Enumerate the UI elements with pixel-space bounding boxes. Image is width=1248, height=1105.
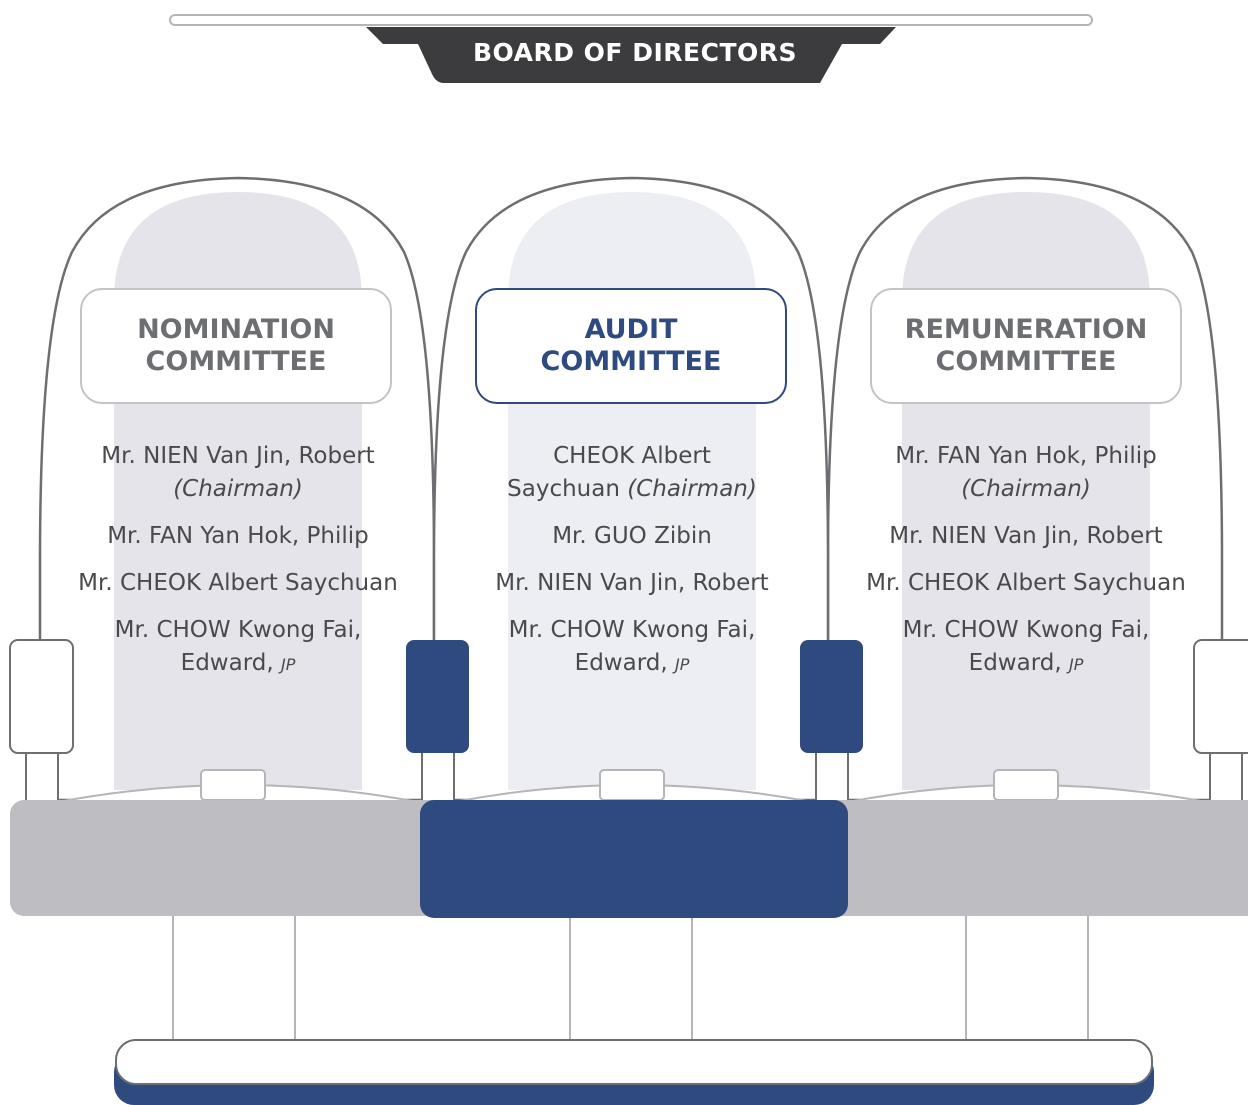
seat-cushion-right <box>820 800 1248 916</box>
member-item: Mr. CHEOK Albert Saychuan <box>78 567 398 600</box>
armrest-outer-right <box>1193 639 1248 754</box>
armrest-posts <box>25 747 1243 805</box>
member-name: Mr. FAN Yan Hok, Philip <box>895 443 1157 469</box>
remuneration-committee-box: REMUNERATION COMMITTEE <box>870 288 1182 404</box>
armrest-inner-left <box>406 640 469 753</box>
member-name: Mr. CHOW Kwong Fai, Edward, <box>902 617 1150 676</box>
seat-cushion-center <box>420 800 848 918</box>
member-name: Mr. NIEN Van Jin, Robert <box>495 570 769 596</box>
seat-clips <box>200 769 1059 801</box>
member-item: Mr. FAN Yan Hok, Philip <box>78 520 398 553</box>
committee-name-line1: NOMINATION <box>137 314 335 345</box>
member-name: Mr. CHEOK Albert Saychuan <box>78 570 398 596</box>
nomination-members: Mr. NIEN Van Jin, Robert (Chairman) Mr. … <box>78 440 398 695</box>
member-honor: JP <box>280 655 296 674</box>
member-item: Mr. NIEN Van Jin, Robert <box>472 567 792 600</box>
member-item: Mr. CHOW Kwong Fai, Edward, JP <box>472 614 792 681</box>
member-item: Mr. NIEN Van Jin, Robert <box>866 520 1186 553</box>
nomination-committee-box: NOMINATION COMMITTEE <box>80 288 392 404</box>
member-item: Mr. CHOW Kwong Fai, Edward, JP <box>78 614 398 681</box>
board-of-directors-title: BOARD OF DIRECTORS <box>472 38 797 67</box>
member-name: Mr. FAN Yan Hok, Philip <box>107 523 369 549</box>
seat-cushion-left <box>10 800 450 916</box>
base-beam <box>115 1039 1153 1085</box>
member-item: Mr. CHOW Kwong Fai, Edward, JP <box>866 614 1186 681</box>
header-rail <box>169 14 1093 26</box>
member-name: Mr. CHOW Kwong Fai, Edward, <box>508 617 756 676</box>
audit-committee-box: AUDIT COMMITTEE <box>475 288 787 404</box>
member-role: (Chairman) <box>627 476 757 502</box>
member-role: (Chairman) <box>173 476 303 502</box>
committee-name-line2: COMMITTEE <box>935 346 1117 377</box>
member-name: Mr. CHOW Kwong Fai, Edward, <box>114 617 362 676</box>
member-honor: JP <box>1068 655 1084 674</box>
committee-name-line1: REMUNERATION <box>904 314 1148 345</box>
seat-legs <box>172 911 1089 1043</box>
member-item: Mr. CHEOK Albert Saychuan <box>866 567 1186 600</box>
member-item: Mr. FAN Yan Hok, Philip (Chairman) <box>866 440 1186 506</box>
audit-members: CHEOK Albert Saychuan (Chairman) Mr. GUO… <box>472 440 792 695</box>
member-item: Mr. GUO Zibin <box>472 520 792 553</box>
committee-name-line2: COMMITTEE <box>540 346 722 377</box>
member-role: (Chairman) <box>961 476 1091 502</box>
member-name: Mr. GUO Zibin <box>552 523 712 549</box>
member-name: Mr. CHEOK Albert Saychuan <box>866 570 1186 596</box>
member-item: CHEOK Albert Saychuan (Chairman) <box>472 440 792 506</box>
armrest-inner-right <box>800 640 863 753</box>
member-item: Mr. NIEN Van Jin, Robert (Chairman) <box>78 440 398 506</box>
member-honor: JP <box>674 655 690 674</box>
member-name: CHEOK Albert Saychuan <box>507 443 711 502</box>
member-name: Mr. NIEN Van Jin, Robert <box>889 523 1163 549</box>
committee-name-line1: AUDIT <box>584 314 678 345</box>
committee-name-line2: COMMITTEE <box>145 346 327 377</box>
header-tab <box>366 27 896 83</box>
member-name: Mr. NIEN Van Jin, Robert <box>101 443 375 469</box>
armrest-outer-left <box>9 639 74 754</box>
remuneration-members: Mr. FAN Yan Hok, Philip (Chairman) Mr. N… <box>866 440 1186 695</box>
